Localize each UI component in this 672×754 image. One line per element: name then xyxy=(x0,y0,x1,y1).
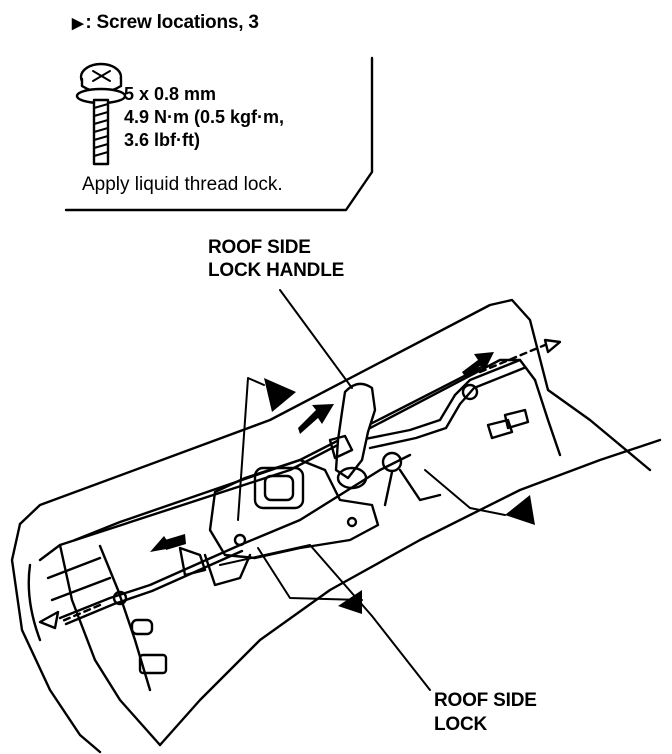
screw-location-symbol: ▶ xyxy=(72,15,84,32)
torque-spec-line-1: 4.9 N·m (0.5 kgf·m, xyxy=(124,107,285,127)
legend-title: ▶: Screw locations, 3 xyxy=(72,12,259,34)
roof-side-lock-part xyxy=(178,458,380,587)
screw-location-arrow-icon xyxy=(264,378,535,614)
thread-lock-note: Apply liquid thread lock. xyxy=(82,174,283,195)
screw-icon xyxy=(75,62,127,166)
leader-lines xyxy=(219,289,506,691)
torque-spec-line-2: 3.6 lbf·ft) xyxy=(124,130,200,150)
legend-box xyxy=(64,56,374,212)
roof-side-lock-label-line-1: ROOF SIDE xyxy=(434,690,537,711)
legend-title-text: : Screw locations, 3 xyxy=(85,12,259,33)
movement-arrow-icon xyxy=(150,352,494,552)
lock-rod xyxy=(38,338,562,630)
roof-side-lock-handle-part xyxy=(328,382,442,507)
roof-side-lock-handle-label-line-1: ROOF SIDE xyxy=(208,237,311,258)
screw-size-spec: 5 x 0.8 mm xyxy=(124,84,217,104)
roof-side-lock-handle-label-line-2: LOCK HANDLE xyxy=(208,260,345,281)
roof-panel xyxy=(10,298,662,754)
roof-side-lock-label-line-2: LOCK xyxy=(434,714,488,735)
